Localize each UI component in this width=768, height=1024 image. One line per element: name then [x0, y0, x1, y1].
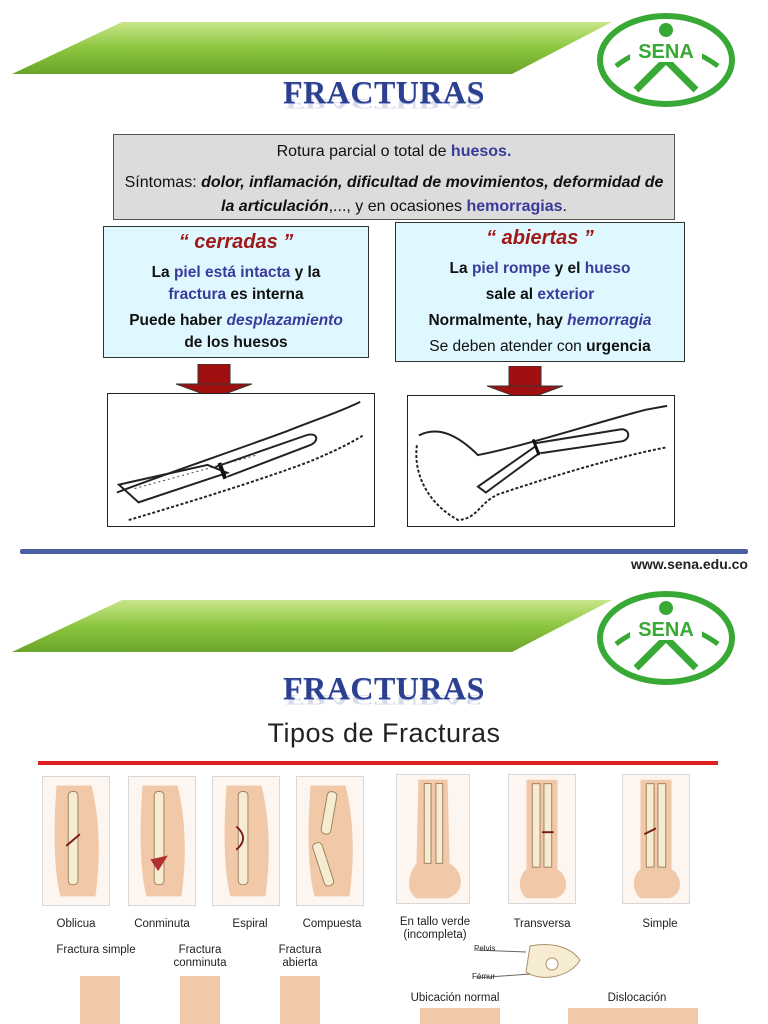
sena-logo: SENA	[597, 13, 735, 107]
bone-image-oblicua	[42, 776, 110, 906]
open-fracture-box: “ abiertas ” La piel rompe y el hueso sa…	[395, 222, 685, 362]
closed-fracture-illustration	[107, 393, 375, 527]
slide-tipos-fracturas: SENA FRACTURAS FRACTURAS Tipos de Fractu…	[0, 588, 768, 1024]
bone-image-espiral	[212, 776, 280, 906]
definition-box: Rotura parcial o total de huesos. Síntom…	[113, 134, 675, 220]
bone-image-fractura-conminuta	[180, 976, 220, 1024]
closed-fracture-box: “ cerradas ” La piel está intacta y la f…	[103, 226, 369, 358]
footer-divider	[20, 549, 748, 554]
header-banner	[12, 22, 612, 74]
slide-fracturas-definicion: SENA FRACTURAS FRACTURAS Rotura parcial …	[12, 13, 748, 572]
bone-image-tallo-verde	[396, 774, 470, 904]
page-title: FRACTURAS	[283, 74, 485, 110]
title-underline	[38, 761, 718, 765]
logo-text: SENA	[638, 619, 694, 641]
logo-text: SENA	[638, 41, 694, 63]
header-banner	[12, 600, 612, 652]
arrow-down-icon	[176, 364, 252, 398]
page-title-reflection: FRACTURAS	[285, 691, 483, 708]
pelvis-femur-diagram	[475, 944, 581, 979]
bone-image-simple	[622, 774, 690, 904]
bone-image-compuesta	[296, 776, 364, 906]
page-title: FRACTURAS	[283, 670, 485, 706]
bone-image-dislocacion	[568, 1008, 698, 1024]
bone-image-transversa	[508, 774, 576, 904]
definition-line-1: Rotura parcial o total de huesos.	[276, 143, 512, 160]
open-fracture-illustration	[407, 395, 675, 527]
bone-image-conminuta	[128, 776, 196, 906]
arrow-down-icon	[487, 366, 563, 400]
sena-logo: SENA	[597, 591, 735, 685]
bone-image-ubicacion-normal	[420, 1008, 500, 1024]
footer-url[interactable]: www.sena.edu.co	[631, 556, 748, 572]
bone-image-fractura-simple	[80, 976, 120, 1024]
bone-image-fractura-abierta	[280, 976, 320, 1024]
closed-fracture-title: “ cerradas ”	[178, 231, 294, 253]
open-fracture-title: “ abiertas ”	[486, 227, 594, 249]
page-subtitle: Tipos de Fracturas	[267, 718, 501, 748]
definition-line-2: Síntomas: dolor, inflamación, dificultad…	[124, 174, 664, 215]
page-title-reflection: FRACTURAS	[285, 95, 483, 112]
